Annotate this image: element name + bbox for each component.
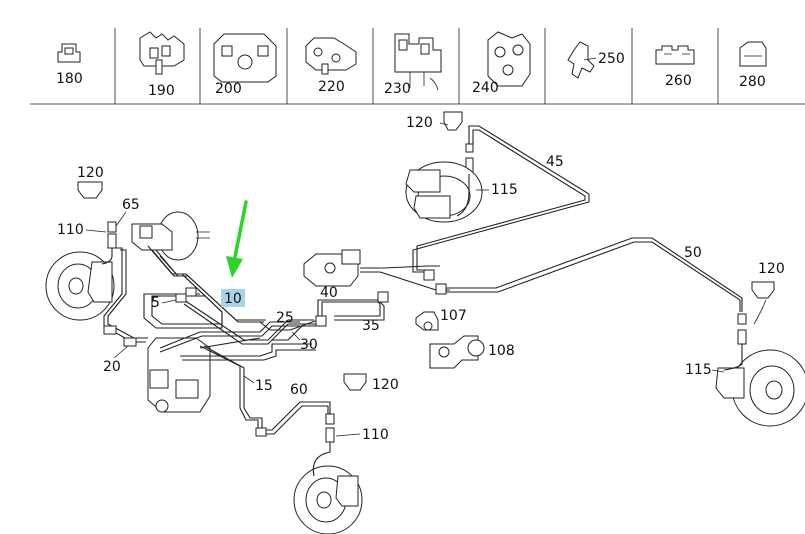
- callout-20: 20: [103, 359, 121, 375]
- callout-30: 30: [300, 337, 318, 353]
- clip-280-icon[interactable]: [739, 41, 767, 67]
- callout-120-bottom: 120: [372, 377, 399, 393]
- brake-line-60[interactable]: [262, 401, 331, 431]
- part-label-240: 240: [472, 80, 499, 96]
- clip-240-icon[interactable]: [487, 31, 531, 87]
- clip-180-icon[interactable]: [57, 43, 81, 63]
- callout-108: 108: [488, 343, 515, 359]
- callout-35: 35: [362, 318, 380, 334]
- sensor-107[interactable]: [415, 311, 439, 331]
- brake-line-25[interactable]: [259, 319, 319, 331]
- callout-5: 5: [151, 295, 160, 311]
- clip-230-icon[interactable]: [394, 33, 442, 91]
- callout-60: 60: [290, 382, 308, 398]
- clip-220-icon[interactable]: [305, 37, 357, 75]
- highlighted-callout-10[interactable]: 10: [221, 289, 245, 307]
- distribution-valve[interactable]: [303, 249, 361, 287]
- part-label-190: 190: [148, 83, 175, 99]
- green-arrow-icon: [226, 200, 248, 278]
- clip-250-icon[interactable]: [567, 41, 597, 79]
- left-front-brake-assembly[interactable]: [45, 181, 117, 321]
- clip-190-icon[interactable]: [139, 31, 185, 75]
- part-label-230: 230: [384, 81, 411, 97]
- callout-65: 65: [122, 197, 140, 213]
- callout-107: 107: [440, 308, 467, 324]
- valve-108[interactable]: [429, 335, 485, 369]
- callout-110-left: 110: [57, 222, 84, 238]
- brake-line-30[interactable]: [272, 325, 320, 341]
- right-front-brake-assembly[interactable]: [715, 281, 805, 427]
- brake-line-40[interactable]: [317, 299, 385, 321]
- part-label-180: 180: [56, 71, 83, 87]
- callout-120-left: 120: [77, 165, 104, 181]
- callout-120-rear-top: 120: [406, 115, 433, 131]
- master-cylinder-assembly[interactable]: [131, 211, 210, 261]
- callout-15: 15: [255, 378, 273, 394]
- header-parts-strip: 180 190 200 220: [30, 28, 805, 105]
- callout-50: 50: [684, 245, 702, 261]
- clip-200-icon[interactable]: [213, 33, 277, 83]
- part-label-260: 260: [665, 73, 692, 89]
- left-rear-brake-assembly[interactable]: [293, 373, 367, 534]
- abs-hydraulic-unit[interactable]: [147, 337, 211, 413]
- part-label-250: 250: [598, 51, 625, 67]
- callout-110-bottom: 110: [362, 427, 389, 443]
- callout-40: 40: [320, 285, 338, 301]
- part-label-200: 200: [215, 81, 242, 97]
- callout-115-rear-top: 115: [491, 182, 518, 198]
- clip-260-icon[interactable]: [655, 45, 695, 65]
- callout-10-label: 10: [224, 291, 242, 307]
- callout-115-right: 115: [685, 362, 712, 378]
- brake-line-45[interactable]: [412, 125, 590, 273]
- callout-45: 45: [546, 154, 564, 170]
- part-label-280: 280: [739, 74, 766, 90]
- callout-25: 25: [276, 310, 294, 326]
- part-label-220: 220: [318, 79, 345, 95]
- brake-line-50[interactable]: [446, 237, 743, 312]
- callout-120-right: 120: [758, 261, 785, 277]
